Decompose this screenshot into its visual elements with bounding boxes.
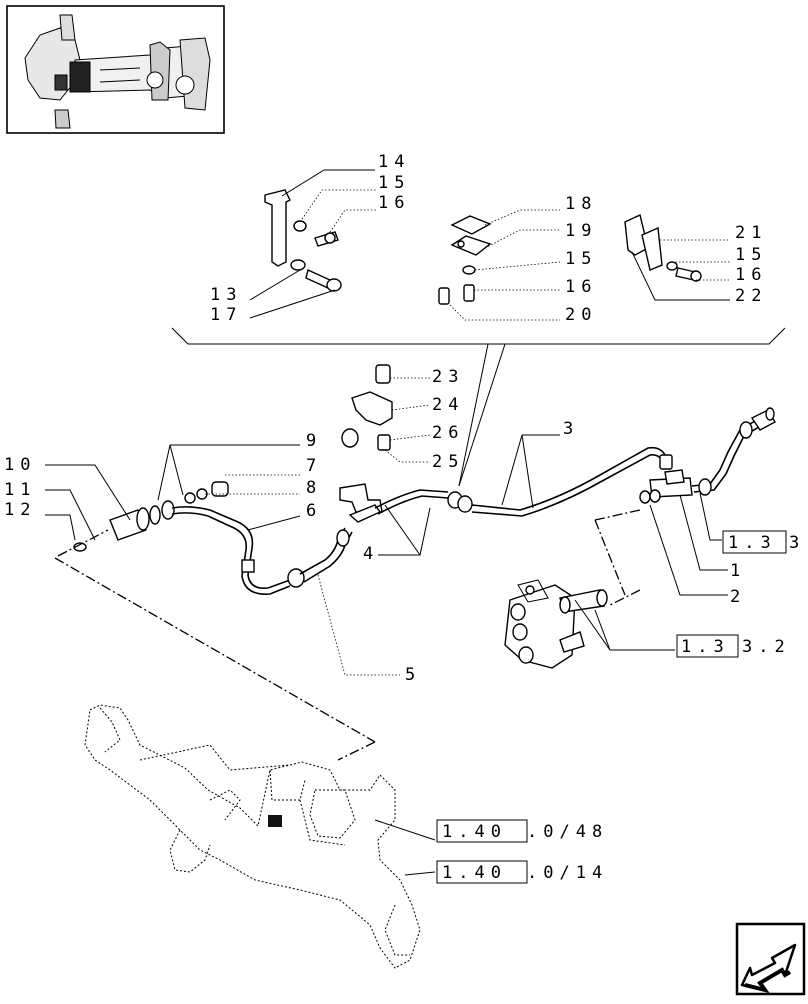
reference-140-048[interactable]: 1.40 .0/48: [436, 819, 608, 843]
leader-lines: [45, 434, 728, 676]
callout-17: 17: [210, 305, 242, 325]
callout-6: 6: [306, 501, 322, 521]
callout-12: 12: [4, 500, 36, 520]
callout-9: 9: [306, 431, 322, 451]
reference-suffix-text: .0/48: [527, 822, 608, 842]
clip-group-right: [624, 214, 730, 301]
callout-1: 1: [730, 561, 746, 581]
callout-15: 15: [565, 249, 597, 269]
callout-24: 24: [432, 395, 464, 415]
callout-5: 5: [405, 665, 421, 685]
brake-pipe-assembly: [57, 407, 776, 669]
next-page-arrow-icon[interactable]: [735, 922, 806, 996]
callout-16: 16: [735, 265, 767, 285]
callout-8: 8: [306, 478, 322, 498]
callout-10: 10: [4, 455, 36, 475]
callout-16: 16: [565, 277, 597, 297]
callout-labels: 14 15 16 13 17 18 19 15 16 20 21 15 16 2…: [4, 152, 767, 685]
callout-11: 11: [4, 480, 36, 500]
callout-23: 23: [432, 367, 464, 387]
callout-21: 21: [735, 223, 767, 243]
reference-suffix-text: 3.2: [742, 637, 791, 657]
fitting-group-center: [341, 364, 431, 463]
axle-housing-drawing: [54, 557, 436, 969]
callout-20: 20: [565, 305, 597, 325]
reference-box-text: 1.40: [442, 863, 507, 883]
callout-15: 15: [378, 173, 410, 193]
reference-suffix-text: 3: [789, 533, 805, 553]
callout-13: 13: [210, 285, 242, 305]
callout-19: 19: [565, 221, 597, 241]
callout-15: 15: [735, 245, 767, 265]
reference-suffix-text: .0/14: [527, 863, 608, 883]
axle-thumbnail: [6, 5, 225, 134]
plate-group-middle: [438, 209, 561, 321]
callout-16: 16: [378, 193, 410, 213]
reference-box-text: 1.3: [728, 533, 777, 553]
reference-140-014[interactable]: 1.40 .0/14: [436, 860, 608, 884]
callout-26: 26: [432, 423, 464, 443]
callout-14: 14: [378, 152, 410, 172]
callout-4: 4: [363, 544, 379, 564]
callout-22: 22: [735, 286, 767, 306]
callout-7: 7: [306, 456, 322, 476]
reference-box-text: 1.3: [681, 637, 730, 657]
reference-1332[interactable]: 1.3 3.2: [676, 634, 791, 658]
callout-18: 18: [565, 194, 597, 214]
reference-133[interactable]: 1.3 3: [722, 530, 805, 554]
callout-25: 25: [432, 452, 464, 472]
callout-3: 3: [563, 419, 579, 439]
reference-box-text: 1.40: [442, 822, 507, 842]
group-bracket-line: [171, 327, 786, 345]
callout-2: 2: [730, 587, 746, 607]
bracket-group-left: [249, 169, 376, 319]
